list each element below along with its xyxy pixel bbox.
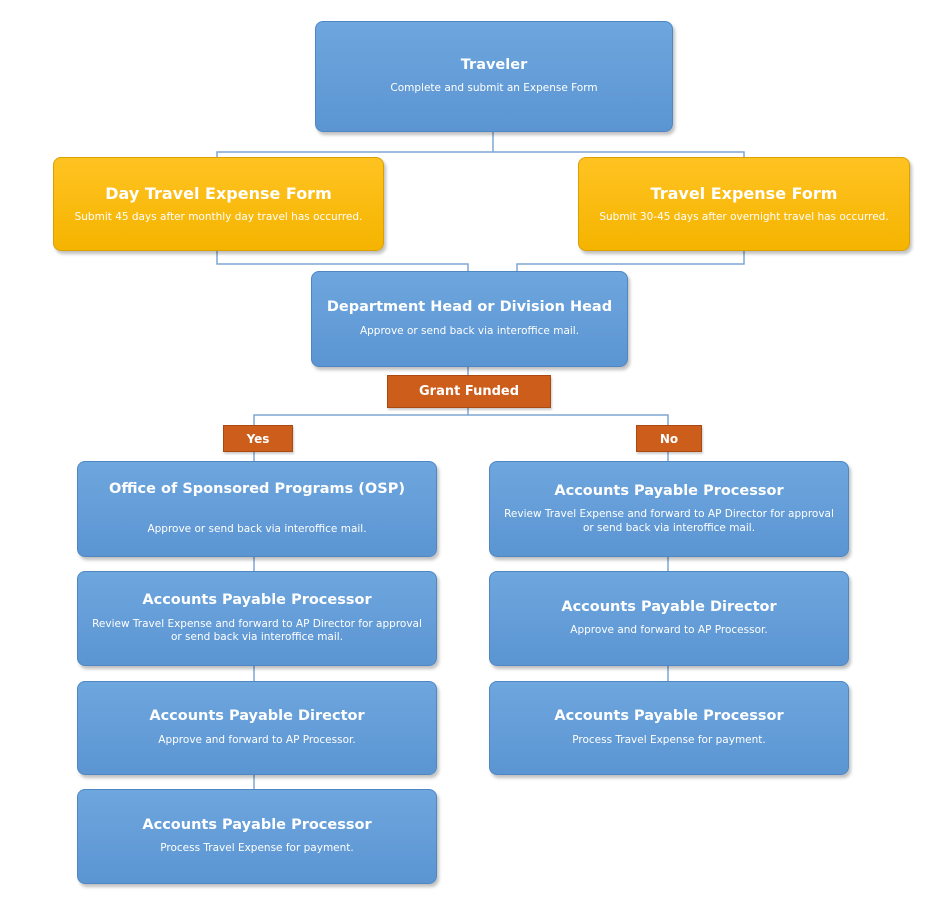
no-label: No	[659, 431, 679, 446]
step-title: Accounts Payable Processor	[142, 592, 372, 609]
yes-label: Yes	[246, 431, 270, 446]
yes-step-ap-processor-review: Accounts Payable Processor Review Travel…	[77, 571, 437, 666]
connector-travel-form-dept	[516, 251, 745, 271]
connector-traveler-travel-form	[493, 151, 745, 157]
travel-expense-form-subtitle: Submit 30-45 days after overnight travel…	[599, 210, 889, 223]
traveler-subtitle: Complete and submit an Expense Form	[390, 82, 598, 95]
yes-step-osp: Office of Sponsored Programs (OSP) Appro…	[77, 461, 437, 557]
connector-day-form-dept	[216, 251, 469, 271]
dept-head-subtitle: Approve or send back via interoffice mai…	[359, 324, 580, 337]
yes-step-ap-director: Accounts Payable Director Approve and fo…	[77, 681, 437, 775]
step-title: Accounts Payable Processor	[142, 816, 372, 833]
travel-expense-form-title: Travel Expense Form	[650, 183, 838, 203]
connector-decision-yes	[253, 408, 469, 425]
step-subtitle: Process Travel Expense for payment.	[160, 842, 354, 855]
connector-decision-no	[468, 414, 669, 425]
step-title: Accounts Payable Processor	[554, 708, 784, 725]
no-step-ap-processor-payment: Accounts Payable Processor Process Trave…	[489, 681, 849, 775]
yes-step-ap-processor-payment: Accounts Payable Processor Process Trave…	[77, 789, 437, 884]
step-title: Accounts Payable Director	[561, 598, 777, 615]
dept-head-box: Department Head or Division Head Approve…	[311, 271, 628, 367]
step-subtitle: Approve and forward to AP Processor.	[570, 624, 768, 637]
step-subtitle: Review Travel Expense and forward to AP …	[504, 508, 834, 534]
travel-expense-form-box: Travel Expense Form Submit 30-45 days af…	[578, 157, 910, 251]
day-travel-form-box: Day Travel Expense Form Submit 45 days a…	[53, 157, 384, 251]
step-subtitle: Review Travel Expense and forward to AP …	[92, 617, 422, 644]
no-step-ap-director: Accounts Payable Director Approve and fo…	[489, 571, 849, 666]
traveler-title: Traveler	[460, 56, 528, 73]
step-title: Accounts Payable Processor	[554, 482, 784, 499]
grant-funded-label: Grant Funded	[418, 384, 520, 399]
yes-box: Yes	[223, 425, 293, 452]
grant-funded-box: Grant Funded	[387, 375, 551, 408]
step-subtitle: Approve and forward to AP Processor.	[158, 733, 356, 746]
step-subtitle: Process Travel Expense for payment.	[572, 733, 766, 746]
dept-head-title: Department Head or Division Head	[326, 299, 613, 316]
connector-traveler-day-form	[216, 132, 494, 157]
step-subtitle: Approve or send back via interoffice mai…	[147, 522, 367, 535]
no-box: No	[636, 425, 702, 452]
traveler-box: Traveler Complete and submit an Expense …	[315, 21, 673, 132]
day-travel-form-subtitle: Submit 45 days after monthly day travel …	[74, 210, 363, 223]
no-step-ap-processor-review: Accounts Payable Processor Review Travel…	[489, 461, 849, 557]
day-travel-form-title: Day Travel Expense Form	[105, 183, 332, 203]
step-title: Office of Sponsored Programs (OSP)	[109, 481, 405, 498]
step-title: Accounts Payable Director	[149, 708, 365, 725]
